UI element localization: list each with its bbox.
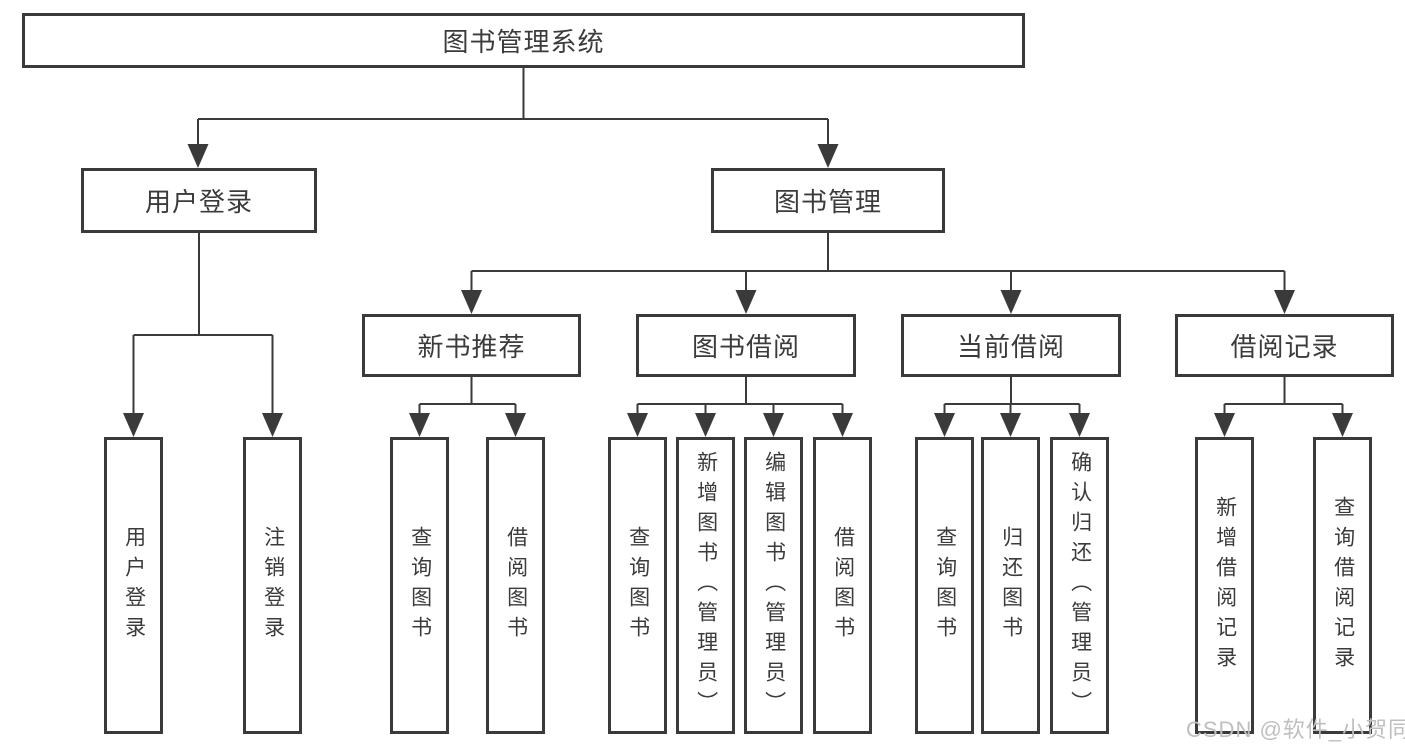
arrow-down-leaf-user-login [123, 413, 144, 437]
arrow-down-borrow-record [1274, 290, 1295, 314]
node-label: 用户登录 [144, 187, 253, 217]
arrow-down-book-mgmt [817, 144, 839, 168]
connector-user-login-children [132, 233, 274, 414]
node-leaf-bb-borrow-books: 借阅图书 [813, 437, 872, 734]
node-label: 注销登录 [261, 525, 285, 646]
arrow-down-leaf-logout [262, 413, 283, 437]
node-label: 查询借阅记录 [1331, 495, 1355, 676]
csdn-watermark: CSDN @软件_小贺同学 [1186, 717, 1405, 742]
node-label: 查询图书 [626, 525, 650, 646]
node-label: 用户登录 [122, 525, 146, 646]
node-current-borrow: 当前借阅 [901, 314, 1121, 377]
node-borrow-record: 借阅记录 [1175, 314, 1394, 377]
node-leaf-cb-query-books: 查询图书 [915, 437, 974, 734]
node-leaf-logout: 注销登录 [243, 437, 302, 734]
connector-new-book-rec-children [418, 377, 517, 414]
arrow-down-rec-borrow [505, 413, 526, 437]
node-library-management-system: 图书管理系统 [22, 13, 1025, 68]
node-leaf-bb-edit-books-admin: 编辑图书（管理员） [744, 437, 803, 734]
arrow-down-new-book-rec [461, 290, 482, 314]
node-leaf-rec-borrow-books: 借阅图书 [486, 437, 545, 734]
arrow-down-bb-query [627, 413, 648, 437]
arrow-down-user-login [187, 144, 209, 168]
node-label: 查询图书 [933, 525, 957, 646]
arrow-down-br-add [1214, 413, 1235, 437]
arrow-down-current-borrow [1000, 290, 1022, 314]
node-leaf-bb-query-books: 查询图书 [608, 437, 667, 734]
node-leaf-bb-add-books-admin: 新增图书（管理员） [676, 437, 735, 734]
arrow-down-bb-borrow [832, 413, 853, 437]
node-user-login: 用户登录 [81, 168, 317, 233]
connector-book-borrow-children [636, 377, 844, 414]
node-leaf-cb-return-books: 归还图书 [981, 437, 1040, 734]
node-label: 编辑图书（管理员） [762, 450, 786, 721]
node-leaf-user-login: 用户登录 [104, 437, 163, 734]
arrow-down-book-borrow [735, 290, 757, 314]
arrow-down-bb-add [695, 413, 716, 437]
connector-book-mgmt-children [470, 233, 1286, 291]
arrow-down-cb-confirm [1069, 413, 1090, 437]
arrow-down-bb-edit [763, 413, 784, 437]
node-label: 确认归还（管理员） [1068, 450, 1092, 721]
node-label: 新增借阅记录 [1213, 495, 1237, 676]
node-book-borrow: 图书借阅 [636, 314, 856, 377]
node-book-management: 图书管理 [711, 168, 945, 233]
arrow-down-rec-query [409, 413, 430, 437]
node-label: 图书管理 [773, 187, 882, 217]
node-label: 归还图书 [999, 525, 1023, 646]
connector-borrow-record-children [1223, 377, 1344, 414]
arrow-down-br-query [1332, 413, 1353, 437]
node-label: 新增图书（管理员） [694, 450, 718, 721]
node-label: 借阅图书 [504, 525, 528, 646]
node-leaf-br-query-record: 查询借阅记录 [1313, 437, 1372, 734]
node-label: 图书借阅 [691, 332, 800, 362]
connector-root-to-level2 [197, 68, 829, 145]
connector-current-borrow-children [943, 377, 1081, 414]
node-label: 当前借阅 [956, 332, 1065, 362]
node-leaf-cb-confirm-return-admin: 确认归还（管理员） [1050, 437, 1109, 734]
node-leaf-br-add-record: 新增借阅记录 [1195, 437, 1254, 734]
node-label: 新书推荐 [417, 332, 526, 362]
node-label: 查询图书 [408, 525, 432, 646]
arrow-down-cb-query [934, 413, 955, 437]
node-label: 借阅图书 [831, 525, 855, 646]
node-leaf-rec-query-books: 查询图书 [390, 437, 449, 734]
node-label: 图书管理系统 [442, 27, 605, 57]
arrow-down-cb-return [1000, 413, 1021, 437]
node-label: 借阅记录 [1230, 332, 1339, 362]
node-new-book-recommend: 新书推荐 [362, 314, 581, 377]
